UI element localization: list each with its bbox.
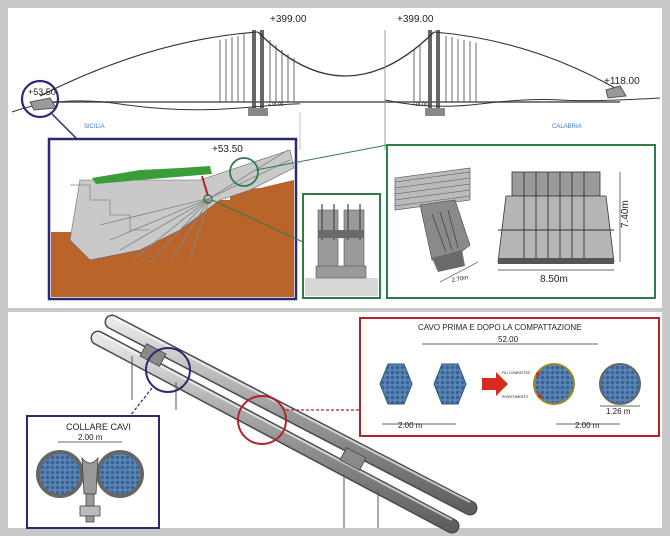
- hangers-right: [413, 36, 477, 102]
- cable-saddle-side-view: 2.70m: [394, 167, 479, 284]
- anchor-detail: +53.50: [47, 137, 298, 301]
- side-cable-right: [433, 31, 616, 89]
- cable-after-left: [533, 363, 575, 405]
- region-calabria: CALABRIA: [552, 124, 582, 130]
- side-cable-left: [39, 31, 259, 97]
- region-sicilia: SICILIA: [84, 124, 105, 130]
- saddle-highlight-circle: [229, 157, 259, 187]
- ground-surface: [92, 166, 212, 184]
- right-tower: [425, 30, 445, 116]
- deviator-detail: [302, 193, 381, 299]
- left-anchor-elevation: +53.50: [28, 87, 56, 97]
- spacing-after: 2.00 m: [575, 421, 600, 430]
- collar-spacing: 2.00 m: [78, 433, 103, 442]
- anchor-leader: [51, 113, 79, 141]
- callout-compacted: FILI COMPATTATI: [502, 371, 531, 375]
- cable-diameter: 1.26 m: [606, 407, 631, 416]
- cable-before-right: [433, 363, 467, 405]
- anchor-cables: [99, 149, 291, 263]
- ground-right: [384, 97, 661, 107]
- saddle-leader-bottom: [211, 199, 304, 243]
- main-cables: [90, 314, 478, 534]
- hangers-left: [219, 34, 295, 102]
- collar-title: COLLARE CAVI: [66, 422, 131, 432]
- collar-leader: [129, 387, 153, 417]
- saddle-detail: 2.70m 7.40m 8.50m: [386, 144, 656, 299]
- left-tower: [248, 30, 268, 116]
- saddle-leader-top: [255, 144, 388, 171]
- right-anchor-elevation: +118.00: [604, 76, 640, 87]
- anchor-block-right: [605, 85, 627, 99]
- small-elevation-left: +18.00: [268, 102, 284, 108]
- anchor-detail-elevation: +53.50: [212, 144, 243, 155]
- left-tower-elevation: +399.00: [270, 14, 307, 25]
- cable-before-left: [379, 363, 413, 405]
- cable-hangers: [131, 356, 379, 528]
- spacing-before: 2.00 m: [398, 421, 423, 430]
- small-elevation-right: +18.00: [412, 102, 428, 108]
- saddle-height: 7.40m: [620, 200, 631, 228]
- cable-after-right: [599, 363, 641, 405]
- compaction-title: CAVO PRIMA E DOPO LA COMPATTAZIONE: [418, 323, 581, 332]
- saddle-width: 8.50m: [540, 274, 568, 285]
- collar-cable-left: [36, 450, 84, 498]
- anchor-highlight-circle: [20, 79, 60, 119]
- compaction-detail: CAVO PRIMA E DOPO LA COMPATTAZIONE 52.00…: [359, 317, 660, 437]
- bridge-elevation: +399.00 +399.00 +118.00 +18.00 +18.00 SI…: [11, 14, 661, 150]
- callout-coating: RIVESTIMENTO: [502, 395, 528, 399]
- collar-detail: COLLARE CAVI 2.00 m: [26, 415, 160, 529]
- right-tower-elevation: +399.00: [397, 14, 434, 25]
- compaction-arrow: [482, 372, 508, 396]
- collar-highlight-circle: [145, 347, 191, 393]
- main-cable-span: [257, 31, 435, 77]
- cable-highlight-circle: [237, 395, 287, 445]
- compaction-overall: 52.00: [498, 335, 519, 344]
- collar-cable-right: [96, 450, 144, 498]
- saddle-small-dimension: 2.70m: [451, 275, 468, 284]
- cable-saddle-front-view: 7.40m 8.50m: [497, 171, 631, 285]
